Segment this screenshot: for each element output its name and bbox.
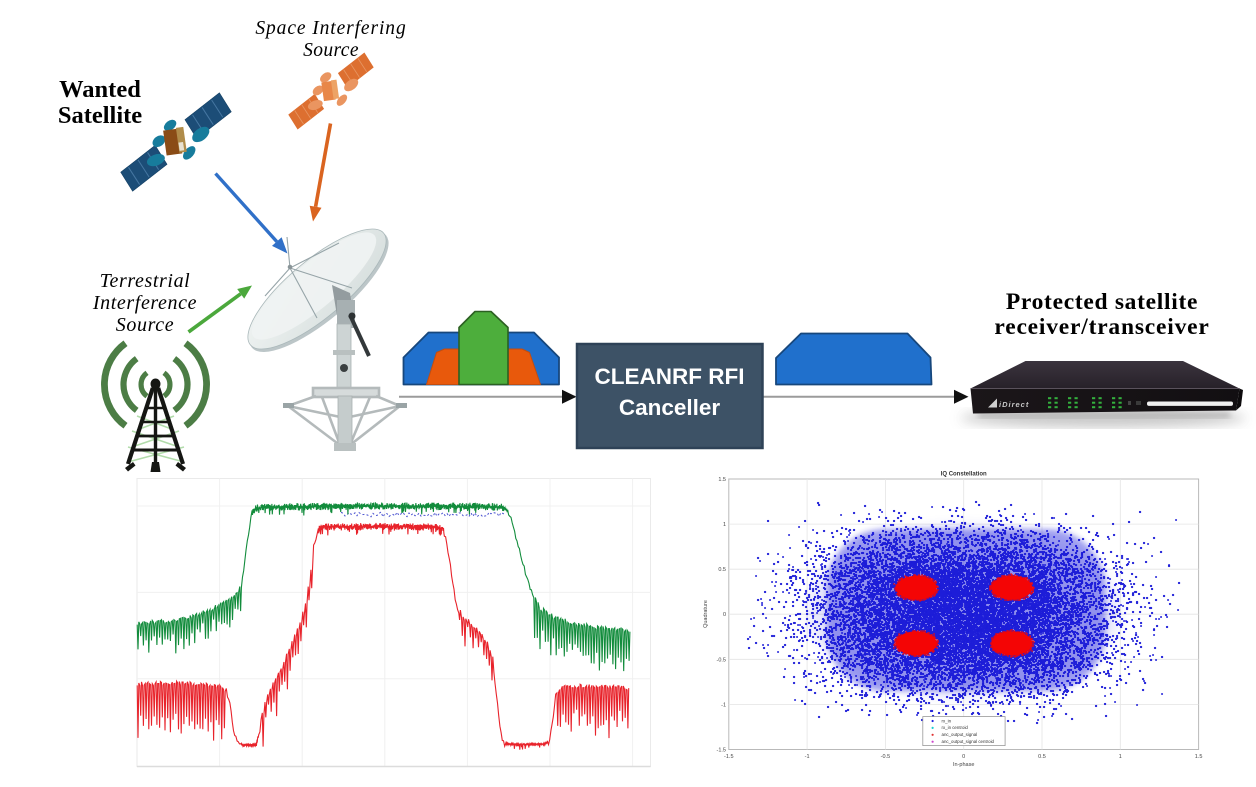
svg-text:Source: Source — [303, 40, 359, 61]
svg-text:Quadrature: Quadrature — [703, 600, 709, 628]
svg-text:-1.5: -1.5 — [717, 748, 726, 754]
svg-text:Protected satellite: Protected satellite — [1006, 289, 1198, 315]
svg-text:receiver/transceiver: receiver/transceiver — [994, 314, 1209, 340]
svg-text:0: 0 — [962, 754, 965, 760]
svg-text:Wanted: Wanted — [59, 76, 141, 103]
svg-text:-0.5: -0.5 — [881, 754, 890, 760]
svg-text:CLEANRF RFI: CLEANRF RFI — [595, 364, 745, 389]
svg-text:1.5: 1.5 — [1195, 754, 1203, 760]
svg-text:anc_output_signal: anc_output_signal — [942, 732, 978, 737]
svg-text:Interference: Interference — [92, 292, 197, 314]
svg-text:Canceller: Canceller — [619, 395, 721, 420]
svg-text:rx_in: rx_in — [942, 718, 952, 723]
svg-text:anc_output_signal centroid: anc_output_signal centroid — [942, 739, 995, 744]
svg-text:Satellite: Satellite — [58, 102, 142, 129]
svg-text:IQ Constellation: IQ Constellation — [941, 472, 987, 478]
svg-text:1: 1 — [723, 522, 726, 528]
svg-text:iDirect: iDirect — [999, 400, 1029, 409]
svg-text:0.5: 0.5 — [718, 567, 726, 573]
svg-text:0.5: 0.5 — [1038, 754, 1046, 760]
svg-text:rx_in centroid: rx_in centroid — [942, 725, 969, 730]
svg-text:-0.5: -0.5 — [717, 657, 726, 663]
svg-text:-1: -1 — [805, 754, 810, 760]
svg-text:Source: Source — [116, 314, 174, 336]
svg-text:Space Interfering: Space Interfering — [255, 18, 406, 39]
svg-text:-1.5: -1.5 — [724, 754, 733, 760]
svg-text:1.5: 1.5 — [718, 477, 726, 483]
svg-text:1: 1 — [1119, 754, 1122, 760]
svg-text:0: 0 — [723, 612, 726, 618]
svg-text:-1: -1 — [721, 702, 726, 708]
svg-text:In-phase: In-phase — [953, 762, 974, 768]
svg-text:Terrestrial: Terrestrial — [100, 270, 191, 292]
